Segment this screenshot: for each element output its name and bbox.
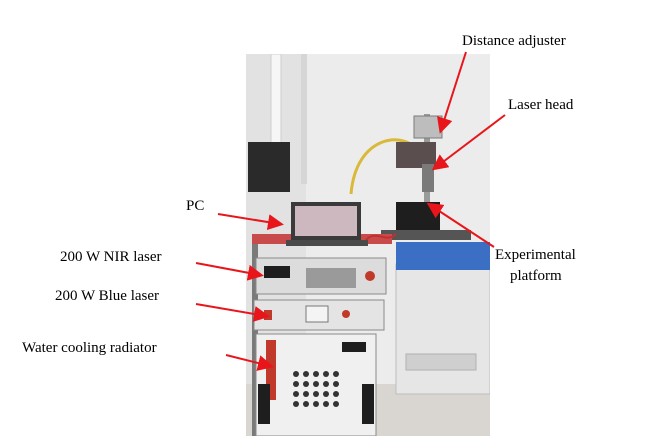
lab-photo: [246, 54, 490, 436]
label-distance-adjuster: Distance adjuster: [462, 33, 566, 49]
label-blue-laser: 200 W Blue laser: [55, 288, 160, 304]
label-water-cooling: Water cooling radiator: [22, 340, 157, 356]
label-experimental-platform-line2: platform: [510, 268, 562, 284]
label-nir-laser: 200 W NIR laser: [60, 249, 162, 265]
label-laser-head: Laser head: [508, 97, 574, 113]
label-pc: PC: [186, 198, 205, 214]
label-experimental-platform-line1: Experimental: [495, 247, 576, 263]
lab-photo-drawing: [246, 54, 490, 436]
